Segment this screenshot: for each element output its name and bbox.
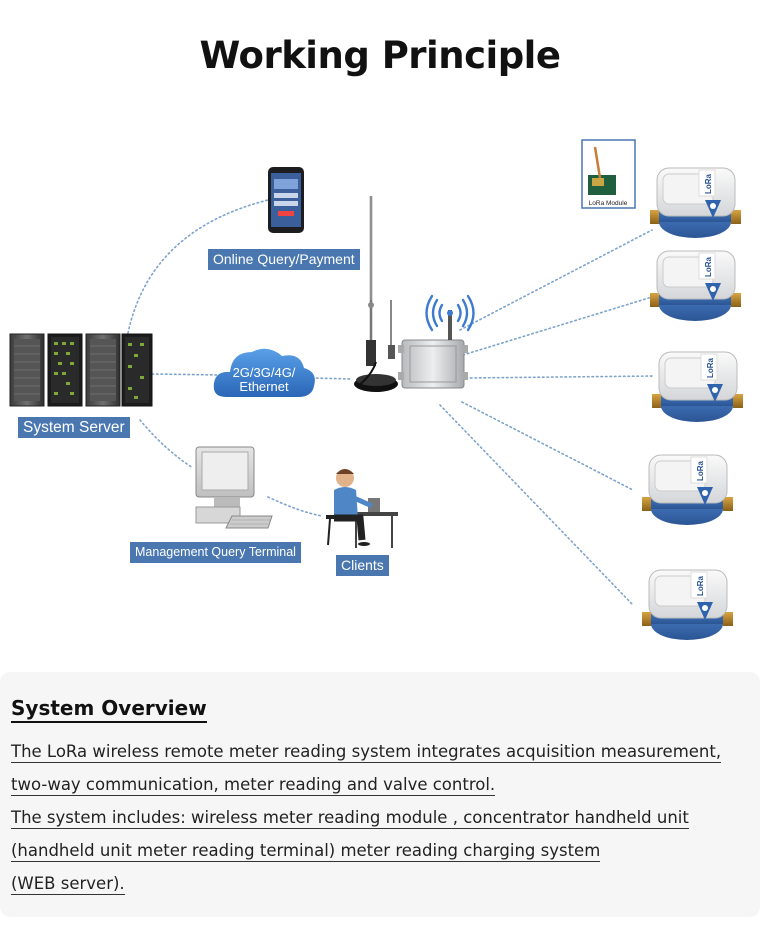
clients-label: Clients — [336, 555, 389, 576]
cloud-label-line-2: Ethernet — [239, 379, 289, 394]
meter-brand-label: LoRa — [696, 460, 705, 481]
meter-brand-label: LoRa — [706, 357, 715, 378]
server-to-cloud-link — [151, 373, 223, 376]
antenna-icon — [354, 196, 398, 392]
overview-line: two-way communication, meter reading and… — [11, 775, 496, 796]
concentrator-to-meter-5 — [439, 404, 634, 606]
lora-module-image: LoRa Module — [581, 139, 636, 209]
water-meter-icon: LoRa — [650, 250, 741, 321]
overview-line: (handheld unit meter reading terminal) m… — [11, 841, 601, 862]
system-overview-heading: System Overview — [11, 696, 207, 723]
smartphone-icon — [268, 167, 304, 233]
server-to-online-link — [127, 199, 269, 334]
overview-line: (WEB server). — [11, 874, 125, 895]
water-meter-icon: LoRa — [652, 351, 743, 422]
water-meter-icon: LoRa — [642, 454, 733, 525]
connection-lines — [127, 199, 655, 606]
water-meter-icon: LoRa — [650, 167, 741, 238]
overview-line: The LoRa wireless remote meter reading s… — [11, 742, 722, 763]
concentrator-to-meter-1 — [459, 229, 653, 331]
terminal-to-clients-link — [267, 496, 323, 517]
computer-terminal-icon — [195, 446, 273, 529]
water-meter-icon: LoRa — [642, 569, 733, 640]
overview-line: The system includes: wireless meter read… — [11, 808, 689, 829]
meter-brand-label: LoRa — [696, 575, 705, 596]
system-server-label: System Server — [18, 417, 130, 438]
server-racks-icon — [9, 333, 153, 407]
concentrator-to-meter-2 — [462, 296, 653, 356]
meter-brand-label: LoRa — [704, 173, 713, 194]
concentrator-to-meter-3 — [465, 375, 655, 379]
cloud-label: 2G/3G/4G/ Ethernet — [219, 366, 309, 394]
meter-brand-label: LoRa — [704, 256, 713, 277]
cloud-label-line-1: 2G/3G/4G/ — [232, 365, 296, 380]
online-query-label: Online Query/Payment — [208, 249, 360, 270]
lora-module-label: LoRa Module — [589, 200, 628, 207]
wireless-signal-icon — [425, 294, 475, 332]
server-to-terminal-link — [139, 419, 194, 469]
concentrator-to-meter-4 — [461, 401, 634, 491]
cloud-to-antenna-link — [311, 377, 353, 380]
system-overview-panel — [0, 672, 760, 917]
page-title: Working Principle — [199, 34, 561, 77]
client-person-icon — [326, 469, 398, 548]
cloud-icon — [213, 348, 315, 397]
management-terminal-label: Management Query Terminal — [130, 542, 301, 563]
